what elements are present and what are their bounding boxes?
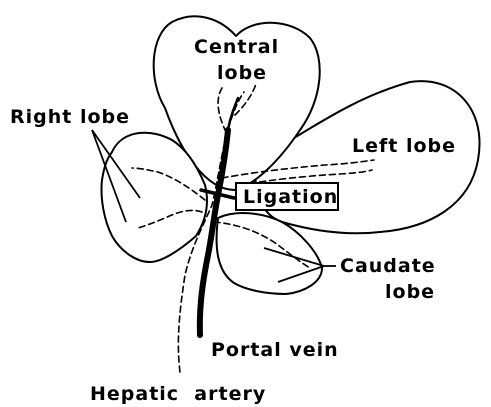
central-lobe-label-1: Central (194, 36, 279, 58)
ligation-label: Ligation (243, 186, 338, 208)
caudate-lobe-label-2: lobe (385, 281, 435, 303)
portal-vein-label: Portal vein (211, 339, 339, 361)
right-lobe-label: Right lobe (10, 106, 130, 128)
central-lobe-label-2: lobe (217, 62, 267, 84)
hepatic-artery-label: Hepatic artery (90, 383, 266, 405)
caudate-lobe-label-1: Caudate (340, 255, 436, 277)
left-lobe-label: Left lobe (352, 135, 456, 157)
